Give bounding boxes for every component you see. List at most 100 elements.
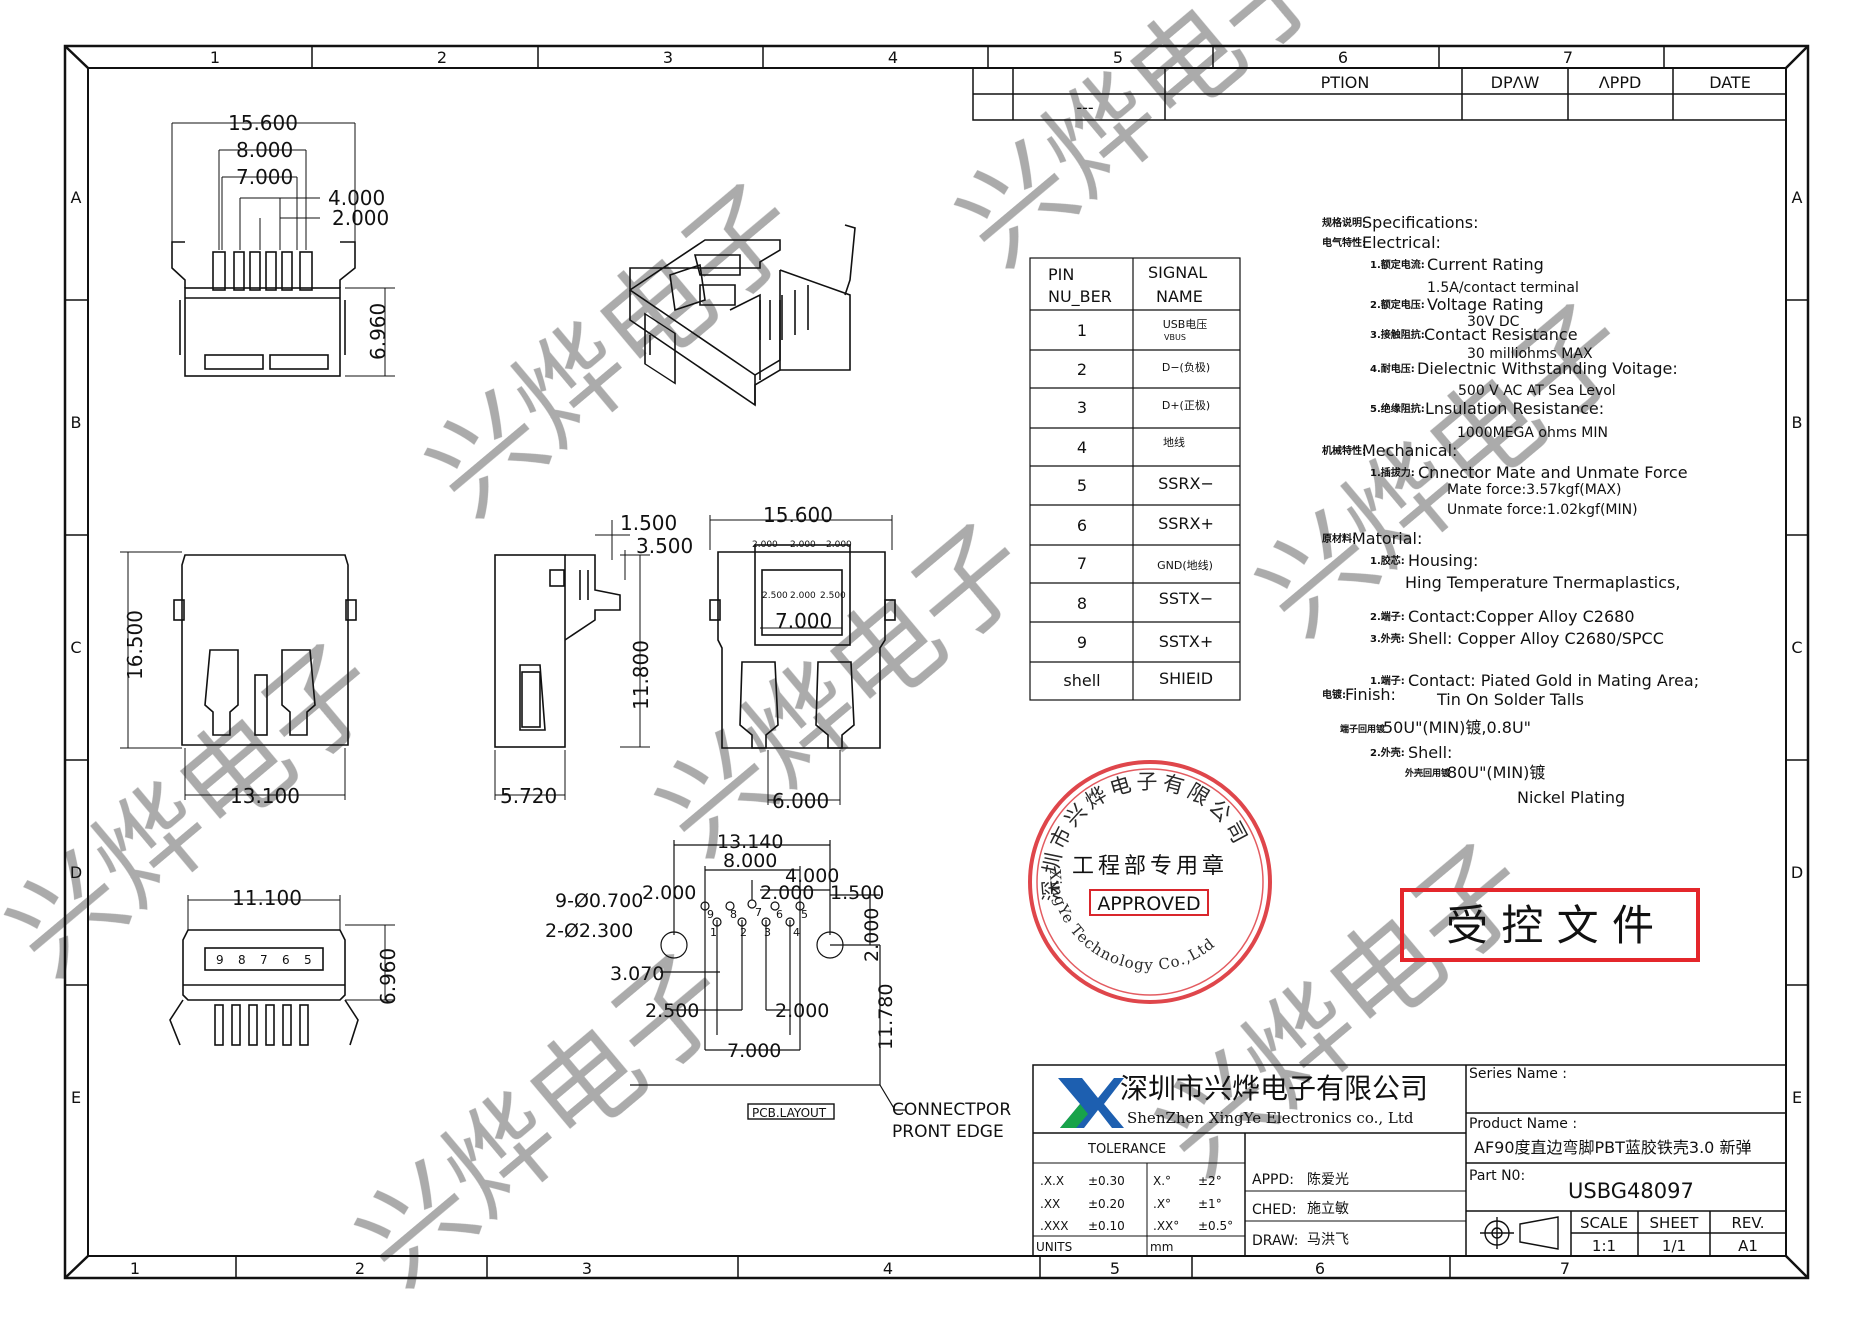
row-label: E (1792, 1088, 1802, 1107)
spec-cn: 1.插拔力: (1370, 466, 1415, 479)
dim-side-1500: 1.500 (620, 511, 677, 535)
signal-cell: SSTX− (1159, 589, 1213, 608)
signal-cell: USB电压 (1163, 318, 1208, 331)
dim-top-4000: 4.000 (328, 186, 385, 210)
dim-pcb-holes2: 2-Ø2.300 (545, 920, 633, 942)
pcb-pin-num: 2 (740, 926, 747, 939)
spec-value: 80U"(MIN)镀 (1447, 763, 1545, 782)
spec-value: 500 V AC AT Sea Levol (1458, 383, 1616, 399)
col-label: 2 (437, 48, 447, 67)
iso-view (629, 224, 856, 407)
pin-cell: 3 (1077, 398, 1087, 417)
col-label: 4 (883, 1259, 893, 1278)
title-block: 深圳市兴烨电子有限公司 ShenZhen XingYe Electronics … (1032, 1064, 1787, 1257)
row-label: A (71, 188, 82, 207)
spec-heading: Mechanical: (1362, 441, 1457, 460)
watermark: 兴烨电子 (404, 159, 823, 540)
col-label: 5 (1113, 48, 1123, 67)
spec-cn: 2.端子: (1370, 610, 1405, 623)
rev-value: A1 (1738, 1237, 1758, 1255)
pin-cell: 1 (1077, 321, 1087, 340)
rear-view (709, 515, 896, 805)
col-label: 3 (663, 48, 673, 67)
signal-cell: D−(负极) (1162, 360, 1210, 374)
bottom-pin-num: 7 (260, 953, 268, 967)
rev-header: ΛPPD (1599, 73, 1642, 92)
tol-cell: .XX (1040, 1197, 1060, 1211)
dim-bottom-height: 6.960 (376, 948, 400, 1005)
tol-cell: X.° (1153, 1174, 1171, 1188)
tol-cell: .XX° (1153, 1219, 1179, 1233)
rev-header: DPΛW (1491, 73, 1540, 92)
spec-value: 1000MEGA ohms MIN (1457, 425, 1608, 441)
dim-top-height: 6.960 (366, 303, 390, 360)
col-label: 2 (355, 1259, 365, 1278)
dim-pcb-8000: 8.000 (723, 850, 777, 872)
draw-name: 马洪飞 (1307, 1232, 1349, 1248)
pcb-pin-num: 1 (710, 926, 717, 939)
sheet-label: SHEET (1650, 1214, 1700, 1232)
tol-cell: ±0.10 (1088, 1219, 1125, 1233)
dim-bottom-width: 11.100 (232, 886, 302, 910)
top-view (171, 122, 395, 377)
pcb-pin-num: 8 (730, 908, 737, 921)
dim-front-height: 16.500 (123, 610, 147, 680)
rev-label: REV. (1732, 1214, 1765, 1232)
tol-cell: .X.X (1040, 1174, 1064, 1188)
spec-cn: 5.绝缘阻抗: (1370, 402, 1425, 415)
spec-value: Hing Temperature Tnermaplastics, (1405, 573, 1680, 592)
bottom-pin-num: 8 (238, 953, 246, 967)
bottom-view (169, 895, 395, 1046)
signal-cell: 地线 (1163, 435, 1185, 449)
draw-label: DRAW: (1252, 1233, 1299, 1249)
dim-rear-width: 15.600 (763, 503, 833, 527)
col-label: 7 (1563, 48, 1573, 67)
dim-rear-small: 2.000 (790, 540, 816, 550)
company-name-cn: 深圳市兴烨电子有限公司 (1120, 1072, 1428, 1105)
stamp-approved: APPROVED (1097, 893, 1200, 915)
spec-value: 30V DC (1467, 314, 1520, 330)
pin-cell: 4 (1077, 438, 1087, 457)
tol-cell: ±0.20 (1088, 1197, 1125, 1211)
connector-edge-label: CONNECTPOR (892, 1100, 1011, 1120)
spec-cn: 2.额定电压: (1370, 298, 1425, 311)
sheet-value: 1/1 (1662, 1237, 1686, 1255)
stamp-dept: 工程部专用章 (1072, 854, 1228, 879)
company-logo-icon (1058, 1078, 1124, 1128)
bottom-pin-num: 6 (282, 953, 290, 967)
specifications: 规格说明: Specifications: 电气特性: Electrical: … (1322, 213, 1699, 807)
product-label: Product Name : (1469, 1116, 1577, 1132)
pcb-pin-num: 7 (755, 906, 762, 919)
pcb-layout-label: PCB.LAYOUT (752, 1106, 827, 1120)
dim-pcb-13140: 13.140 (717, 831, 783, 853)
spec-item: Current Rating (1427, 255, 1544, 274)
spec-item: Dielectnic Withstanding Voitage: (1417, 359, 1678, 378)
spec-cn: 1.额定电流: (1370, 258, 1425, 271)
col-label: 1 (130, 1259, 140, 1278)
pin-cell: 8 (1077, 594, 1087, 613)
row-label: B (1792, 413, 1803, 432)
spec-cn: 规格说明: (1322, 216, 1366, 229)
row-label: B (71, 413, 82, 432)
rev-header: DATE (1709, 73, 1751, 92)
spec-cn: 1.胶芯: (1370, 554, 1405, 567)
dim-rear-small: 2.500 (762, 591, 788, 601)
signal-cell: SSRX− (1158, 474, 1214, 493)
pcb-pin-num: 4 (793, 926, 800, 939)
spec-item: Shell: (1408, 743, 1452, 762)
row-label: A (1792, 188, 1803, 207)
dim-pcb-2000a: 2.000 (642, 882, 696, 904)
spec-cn: 端子回用镀 (1340, 723, 1386, 735)
spec-heading: Finish: (1345, 685, 1396, 704)
part-label: Part N0: (1469, 1168, 1525, 1184)
connector-edge-label: PRONT EDGE (892, 1122, 1004, 1142)
dim-pcb-2000b: 2.000 (760, 882, 814, 904)
spec-cn: 电镀: (1322, 688, 1346, 701)
watermark: 兴烨电子 (934, 0, 1353, 290)
row-label: C (1791, 638, 1802, 657)
dim-pcb-3070: 3.070 (610, 963, 664, 985)
svg-text:XingYe Technology Co.,Ltd: XingYe Technology Co.,Ltd (1046, 869, 1219, 974)
row-label: C (70, 638, 81, 657)
dim-pcb-2500: 2.500 (645, 1000, 699, 1022)
